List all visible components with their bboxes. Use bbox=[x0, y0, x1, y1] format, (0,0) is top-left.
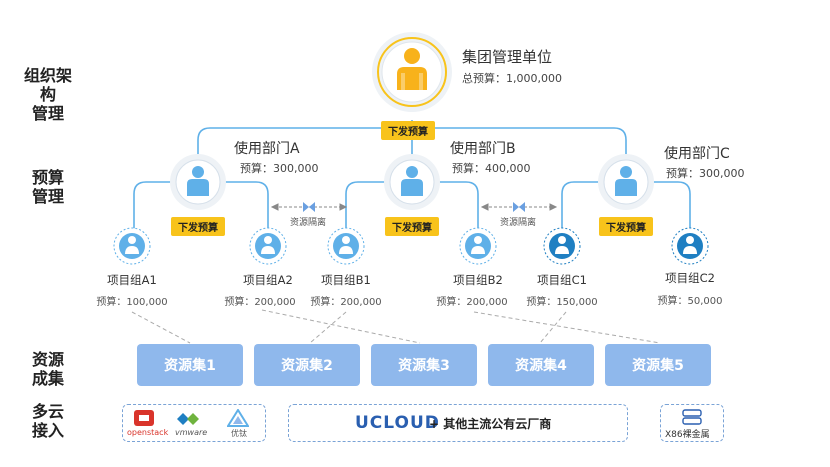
department-a-name: 使用部门A bbox=[234, 141, 300, 157]
resource-set-2: 资源集2 bbox=[254, 344, 360, 386]
private-cloud-box: openstack vmware 优钛 bbox=[122, 404, 266, 442]
row-label-budget: 预算管理 bbox=[31, 168, 64, 206]
youtai-label: 优钛 bbox=[231, 429, 247, 438]
department-c-budget: 预算：300,000 bbox=[666, 167, 745, 180]
project-group-a2-budget: 预算：200,000 bbox=[224, 297, 296, 308]
department-a-budget: 预算：300,000 bbox=[240, 162, 319, 175]
resource-isolation-label-bc: 资源隔离 bbox=[500, 218, 537, 228]
project-group-c1-name: 项目组C1 bbox=[537, 273, 587, 287]
issue-budget-tag-top: 下发预算 bbox=[381, 121, 435, 140]
resource-set-3: 资源集3 bbox=[371, 344, 477, 386]
department-b-name: 使用部门B bbox=[450, 141, 516, 157]
youtai-icon bbox=[227, 409, 249, 427]
project-group-b2-name: 项目组B2 bbox=[453, 273, 503, 287]
project-group-c2-name: 项目组C2 bbox=[665, 271, 715, 285]
project-group-b1-name: 项目组B1 bbox=[321, 273, 371, 287]
resource-isolation-label-ab: 资源隔离 bbox=[290, 218, 327, 228]
project-group-a1-budget: 预算：100,000 bbox=[96, 297, 168, 308]
resource-set-1: 资源集1 bbox=[137, 344, 243, 386]
project-group-a2-name: 项目组A2 bbox=[243, 273, 293, 287]
project-group-b2-budget: 预算：200,000 bbox=[436, 297, 508, 308]
isolation-icon bbox=[303, 202, 525, 212]
ucloud-logo: UCLOUD bbox=[355, 413, 440, 433]
resource-set-5: 资源集5 bbox=[605, 344, 711, 386]
issue-budget-tag-b: 下发预算 bbox=[385, 217, 439, 236]
other-clouds-label: + 其他主流公有云厂商 bbox=[429, 417, 552, 431]
row-label-org: 组织架构管理 bbox=[23, 66, 72, 123]
department-avatars bbox=[170, 154, 654, 210]
issue-budget-tag-a: 下发预算 bbox=[171, 217, 225, 236]
project-group-a1-name: 项目组A1 bbox=[107, 273, 157, 287]
project-group-c2-budget: 预算：50,000 bbox=[657, 296, 723, 307]
openstack-icon bbox=[134, 410, 154, 426]
project-group-b1-budget: 预算：200,000 bbox=[310, 297, 382, 308]
group-unit-budget: 总预算：1,000,000 bbox=[462, 72, 562, 85]
department-b-budget: 预算：400,000 bbox=[452, 162, 531, 175]
public-cloud-box: UCLOUD + 其他主流公有云厂商 bbox=[288, 404, 628, 442]
project-group-c1-budget: 预算：150,000 bbox=[526, 297, 598, 308]
group-unit-avatar bbox=[372, 32, 452, 112]
server-icon bbox=[682, 409, 702, 425]
vmware-icon bbox=[177, 413, 199, 425]
openstack-label: openstack bbox=[127, 428, 169, 437]
resource-set-4: 资源集4 bbox=[488, 344, 594, 386]
project-group-avatars bbox=[113, 227, 709, 265]
vmware-label: vmware bbox=[175, 428, 208, 437]
row-label-resource: 资源成集 bbox=[31, 350, 64, 388]
issue-budget-tag-c: 下发预算 bbox=[599, 217, 653, 236]
bare-metal-label: X86裸金属 bbox=[665, 430, 710, 440]
group-unit-title: 集团管理单位 bbox=[462, 48, 553, 66]
department-c-name: 使用部门C bbox=[664, 146, 730, 162]
bare-metal-box: X86裸金属 bbox=[660, 404, 724, 442]
row-label-cloud: 多云接入 bbox=[31, 402, 64, 440]
